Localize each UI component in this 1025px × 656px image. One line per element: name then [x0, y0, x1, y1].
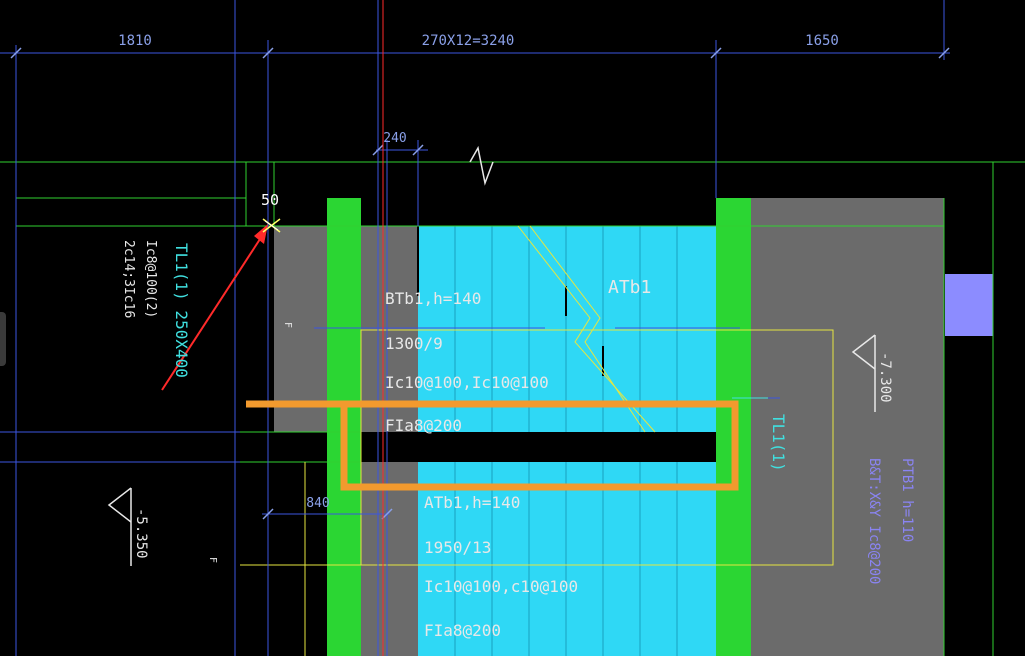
tl-beam-right-label: TL1(1): [769, 414, 788, 472]
break-line-symbol: [469, 145, 494, 186]
left-gray-slab: [274, 226, 329, 432]
atb-steps: 1950/13: [424, 538, 491, 557]
snap-offset-label: 50: [261, 191, 279, 209]
highlight-outline: [246, 400, 739, 491]
dimension-ticks: [10, 47, 950, 520]
elevation-left-value: -5.350: [133, 508, 149, 559]
red-pointer-arrow: [161, 224, 268, 391]
atb-main-label: ATb1: [608, 277, 651, 298]
tl-long-bars-label: 2c14;3Ic16: [121, 240, 136, 318]
btb-bars: Ic10@100,Ic10@100: [385, 373, 549, 392]
stair-opening: [361, 432, 716, 462]
elevation-right-value: -7.300: [877, 352, 893, 403]
btb-steps: 1300/9: [385, 334, 443, 353]
atb-bars: Ic10@100,c10@100: [424, 577, 578, 596]
dim-right-span: 1650: [805, 33, 839, 49]
elevation-marker-left: [107, 487, 132, 566]
atb-title: ATb1,h=140: [424, 493, 520, 512]
ptb-bars: B&T:X&Y Ic8@200: [866, 458, 882, 584]
tl-beam-left-label: TL1(1) 250X400: [172, 243, 191, 378]
tl-stirrup-label: Ic8@100(2): [143, 240, 158, 318]
right-gray-landing: [751, 198, 944, 656]
dim-small-840: 840: [306, 496, 329, 511]
dark-step-ticks: [417, 226, 604, 376]
btb-title: BTb1,h=140: [385, 289, 481, 308]
dim-middle-span: 270X12=3240: [422, 33, 515, 49]
snap-cross-icon: [262, 218, 281, 233]
ptb-title: PTB1 h=110: [899, 458, 915, 542]
mark-f-lower: F: [207, 557, 218, 563]
atb-distribution: FIa8@200: [424, 621, 501, 640]
dim-left-span: 1810: [118, 33, 152, 49]
yellow-outline-lines: [240, 225, 834, 656]
btb-distribution: FIa8@200: [385, 416, 462, 435]
mark-f-upper: F: [282, 322, 293, 328]
side-panel-handle[interactable]: [0, 312, 6, 366]
dim-small-240: 240: [383, 131, 406, 146]
elevation-marker-right: [851, 334, 876, 412]
dimension-lines: [0, 0, 950, 656]
violet-block: [945, 274, 993, 336]
